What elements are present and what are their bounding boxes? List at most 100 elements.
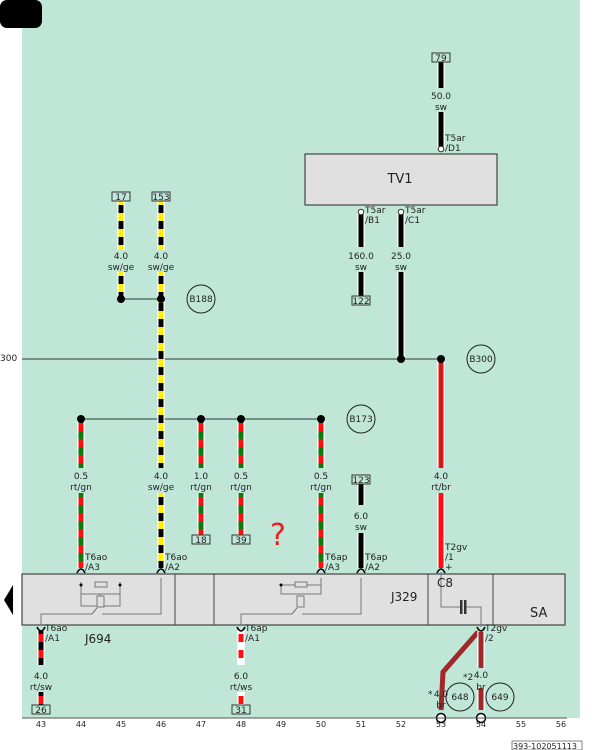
ruler-number: 56 xyxy=(556,720,566,729)
pin-connector-icon xyxy=(476,626,486,632)
ruler-number: 47 xyxy=(196,720,206,729)
ruler-number: 50 xyxy=(316,720,326,729)
wire-gauge: 4.0 xyxy=(434,690,449,700)
wire-gauge: 0.5 xyxy=(234,472,248,482)
pin-label: T2gv xyxy=(444,543,468,553)
wire-gauge: 0.5 xyxy=(314,472,328,482)
ruler-number: 46 xyxy=(156,720,166,729)
pin-connector-icon xyxy=(356,568,366,574)
pin-connector-icon xyxy=(397,208,405,216)
wire-gauge: 4.0 xyxy=(34,672,49,682)
relay-j694-symbol xyxy=(40,578,162,625)
ruler-number: 51 xyxy=(356,720,366,729)
ground-point-label: B300 xyxy=(469,355,493,365)
pin-connector-icon xyxy=(236,626,246,632)
ruler-number: 44 xyxy=(76,720,86,729)
pin-label: /A1 xyxy=(245,634,260,644)
pin-label: /A3 xyxy=(325,563,340,573)
pin-label: /A3 xyxy=(85,563,100,573)
pin-connector-icon xyxy=(156,568,166,574)
document-id: 393-102051113 xyxy=(513,742,577,750)
junction-dot xyxy=(197,415,205,423)
terminal-box xyxy=(31,704,51,715)
terminal-box xyxy=(151,191,171,202)
wire-color-code: rt/sw xyxy=(30,683,52,693)
wire-gauge: 6.0 xyxy=(354,512,369,522)
ruler-number: 53 xyxy=(436,720,446,729)
pin-label: /A2 xyxy=(165,563,180,573)
terminal-number: 153 xyxy=(152,193,169,203)
ground-point-circle xyxy=(346,404,376,434)
pin-label: + xyxy=(445,563,453,573)
pin-label: T6ao xyxy=(44,624,68,634)
wire-gauge: 4.0 xyxy=(154,252,169,262)
ruler-number: 55 xyxy=(516,720,526,729)
wire-color-code: br xyxy=(436,701,446,711)
ground-point-circle xyxy=(186,284,216,314)
pin-label: T6ap xyxy=(324,553,348,563)
terminal-box xyxy=(351,295,371,306)
j329-label: J329 xyxy=(390,590,417,604)
wire-gauge: 6.0 xyxy=(234,672,249,682)
sa-label: SA xyxy=(530,606,547,621)
terminal-number: 31 xyxy=(235,706,246,716)
wire-br xyxy=(438,630,480,711)
wire-color-code: rt/gn xyxy=(230,483,252,493)
tv1-label: TV1 xyxy=(386,172,412,187)
terminal-box xyxy=(231,534,251,545)
terminal-number: 122 xyxy=(352,297,369,307)
wire-color-code: sw xyxy=(395,263,407,273)
wire-gauge: 4.0 xyxy=(154,472,169,482)
pin-label: /D1 xyxy=(445,144,461,154)
ground-point-circle xyxy=(485,682,515,712)
wire-gauge: 4.0 xyxy=(114,252,129,262)
terminal-box xyxy=(191,534,211,545)
ground-point-label: 648 xyxy=(451,693,468,703)
scroll-left-arrow-icon[interactable] xyxy=(4,585,13,615)
wire-gauge: 160.0 xyxy=(348,252,374,262)
pin-connector-icon xyxy=(76,568,86,574)
ground-point-label: 649 xyxy=(491,693,508,703)
wire-gauge: 0.5 xyxy=(74,472,88,482)
pin-connector-icon xyxy=(357,208,365,216)
ground-point-circle xyxy=(445,682,475,712)
pin-label: /C1 xyxy=(405,216,420,226)
pin-label: T5ar xyxy=(404,206,426,216)
pin-label: T5ar xyxy=(364,206,386,216)
wire-color-code: sw/ge xyxy=(148,483,175,493)
question-annotation: ? xyxy=(270,518,286,553)
pin-label: T6ap xyxy=(244,624,268,634)
menu-button[interactable] xyxy=(0,0,42,28)
ground-point-label: B188 xyxy=(189,295,213,305)
pin-label: /A1 xyxy=(45,634,60,644)
pin-label: T6ao xyxy=(164,553,188,563)
ruler-number: 52 xyxy=(396,720,406,729)
pin-label: T2gv xyxy=(484,624,508,634)
wire-color-code: sw/ge xyxy=(108,263,135,273)
wire-color-code: rt/gn xyxy=(310,483,332,493)
terminal-box xyxy=(231,704,251,715)
wire-gauge: 4.0 xyxy=(474,671,489,681)
pin-label: T6ap xyxy=(364,553,388,563)
junction-dot xyxy=(77,415,85,423)
wire-color-code: sw xyxy=(435,103,447,113)
terminal-box xyxy=(351,474,371,485)
wire-gauge: 1.0 xyxy=(194,472,209,482)
terminal-number: 26 xyxy=(35,706,47,716)
pin-connector-icon xyxy=(316,568,326,574)
wire-note: *2 xyxy=(463,673,473,683)
pin-label: /B1 xyxy=(365,216,380,226)
junction-dot xyxy=(117,295,125,303)
wire-color-code: rt/gn xyxy=(70,483,92,493)
pin-connector-icon xyxy=(36,626,46,632)
pin-connector-icon xyxy=(437,145,445,153)
wire-color-code: rt/gn xyxy=(190,483,212,493)
component-tv1[interactable] xyxy=(304,153,498,206)
c8-label: C8 xyxy=(437,576,453,590)
wire-color-code: sw xyxy=(355,263,367,273)
wire-color-code: sw xyxy=(355,523,367,533)
wire-color-code: br xyxy=(476,683,486,693)
wire-gauge: 25.0 xyxy=(391,252,411,262)
junction-dot xyxy=(157,295,165,303)
